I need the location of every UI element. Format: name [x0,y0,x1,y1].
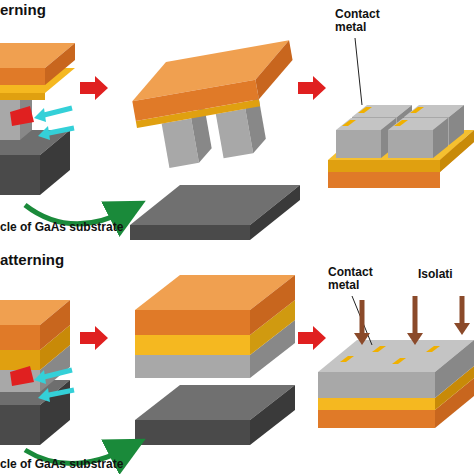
released-film [127,40,308,240]
part-label: Isolati [418,268,453,281]
step-arrow [298,326,326,350]
isolated-devices [318,296,474,428]
step-arrow [298,76,326,100]
step-arrow [80,76,108,100]
recycle-note: cle of GaAs substrate [0,221,123,234]
released-film [135,275,295,445]
patterned-devices [328,38,474,188]
section-title: atterning [0,252,64,268]
lift-off-stack-left [0,43,75,195]
lift-off-stack-left [0,300,74,445]
step-arrow [80,326,108,350]
part-label: Contact metal [328,266,380,291]
recycle-note: cle of GaAs substrate [0,458,123,471]
part-label: Contact metal [335,8,387,33]
section-title: erning [0,2,46,18]
